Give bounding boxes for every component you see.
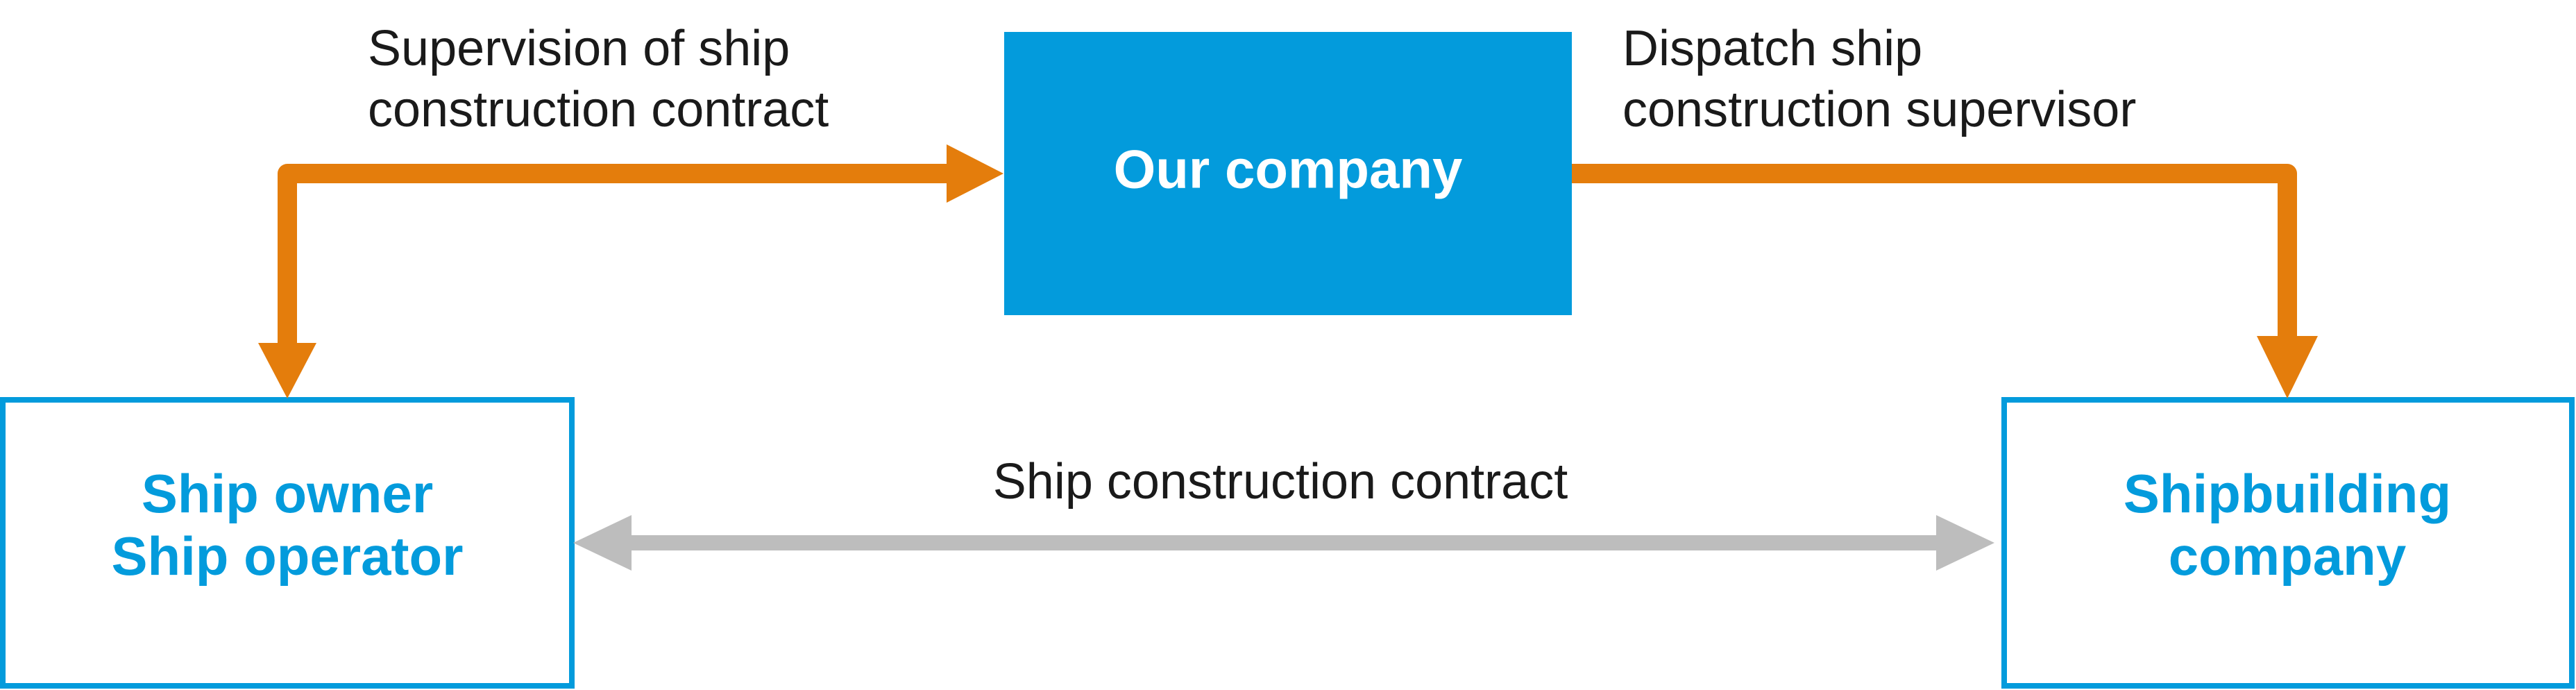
contract-arrowhead-left [573,515,632,571]
contract-label: Ship construction contract [993,454,1568,510]
supervision-arrowhead-down [258,343,316,398]
our-company-box [1004,32,1572,315]
supervision-arrow-line [278,164,952,344]
supervision-label: Supervision of ship construction contrac… [368,21,829,137]
shipbuilding-box [2001,397,2575,689]
dispatch-arrow-line [1572,164,2297,344]
dispatch-arrowhead-down [2257,336,2318,398]
ship-owner-node: Ship owner Ship operator [0,397,575,689]
our-company-label: Our company [1114,139,1463,200]
dispatch-label-line1: Dispatch ship [1622,21,1922,76]
contract-double-arrow [573,515,1994,571]
shipbuilding-label-line2: company [2169,525,2406,587]
ship-owner-box [0,397,575,689]
supervision-label-line1: Supervision of ship [368,21,790,76]
supervision-arrowhead-right [947,144,1003,203]
supervision-arrow [258,144,1003,398]
shipbuilding-label-line1: Shipbuilding [2124,463,2451,524]
dispatch-label: Dispatch ship construction supervisor [1622,21,2136,137]
dispatch-arrow [1572,164,2318,398]
supervision-label-line2: construction contract [368,82,829,137]
shipbuilding-node: Shipbuilding company [2001,397,2575,689]
dispatch-label-line2: construction supervisor [1622,82,2136,137]
ship-owner-label-line2: Ship operator [111,525,463,587]
our-company-node: Our company [1004,32,1572,315]
contract-arrowhead-right [1936,515,1994,571]
ship-owner-label-line1: Ship owner [142,463,433,524]
